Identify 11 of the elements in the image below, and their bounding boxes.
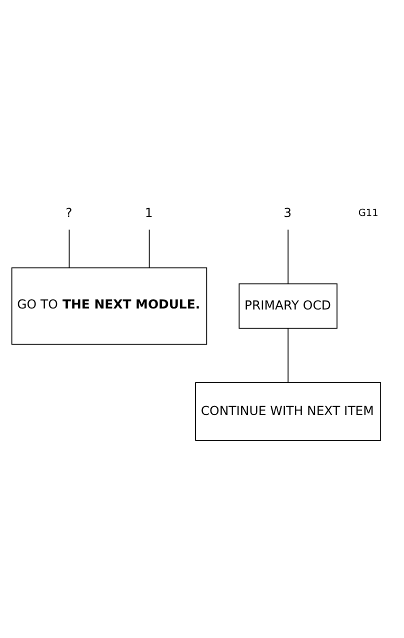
connector <box>148 229 150 268</box>
node-text: 3 <box>284 204 292 220</box>
node-text: ? <box>66 204 72 220</box>
connector <box>68 229 70 268</box>
connector <box>288 328 289 383</box>
node-text: 1 <box>144 204 153 220</box>
node-box: CONTINUE WITH NEXT ITEM <box>195 382 382 441</box>
label: G11 <box>358 208 378 220</box>
connector <box>288 229 289 284</box>
node-box: PRIMARY OCD <box>238 283 338 329</box>
node-box: GO TO THE NEXT MODULE. <box>11 267 208 345</box>
